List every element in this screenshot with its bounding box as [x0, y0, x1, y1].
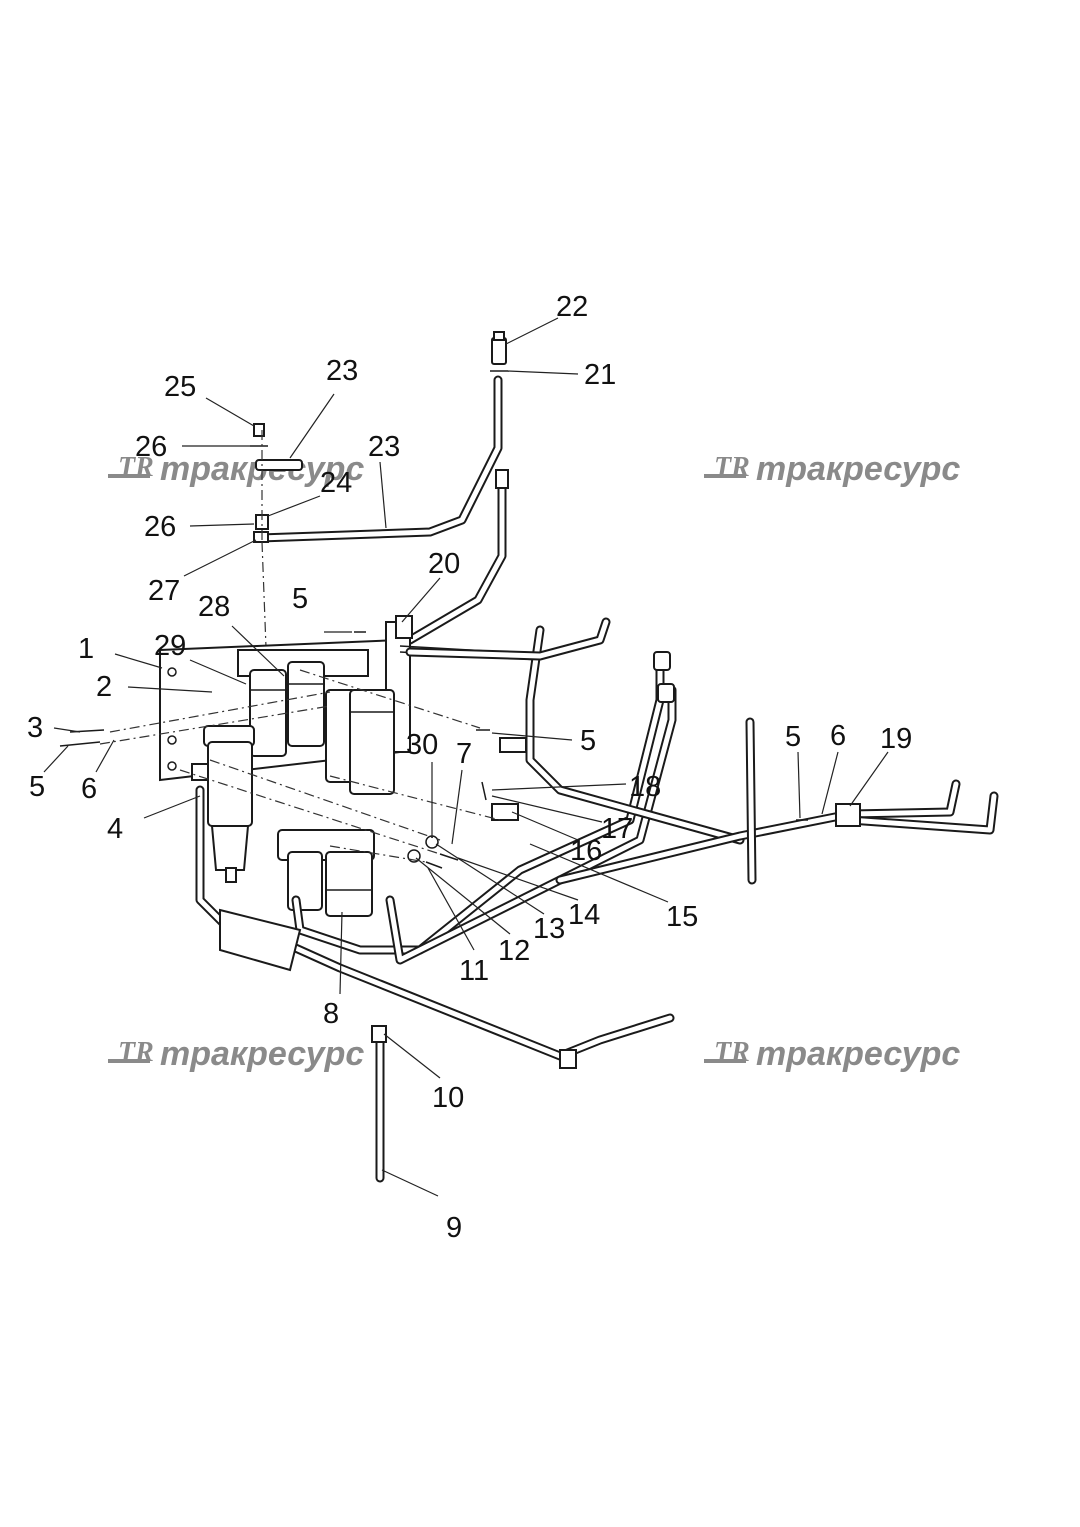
callout-26-lower: 26 [144, 511, 176, 543]
assembly-centerlines [99, 669, 501, 863]
callout-5-top: 5 [292, 583, 308, 615]
filter-block-lower [277, 829, 375, 917]
watermark-logo: TR [714, 452, 750, 483]
watermark-bottom-left: TR тракресурс [108, 1035, 364, 1073]
callout-5-right: 5 [785, 721, 801, 753]
callout-10: 10 [432, 1082, 464, 1114]
callout-15: 15 [666, 901, 698, 933]
callout-5-center: 5 [580, 725, 596, 757]
watermark-bottom-right: TR тракресурс [704, 1035, 960, 1073]
callout-2: 2 [96, 671, 112, 703]
callout-14: 14 [568, 899, 600, 931]
return-line-top [255, 331, 508, 543]
callout-7: 7 [456, 738, 472, 770]
bolts [59, 631, 808, 869]
watermark-text: тракресурс [756, 450, 960, 488]
callout-9: 9 [446, 1212, 462, 1244]
watermark-text: тракресурс [756, 1035, 960, 1073]
callout-28: 28 [198, 591, 230, 623]
callout-30: 30 [406, 729, 438, 761]
callout-6-left: 6 [81, 773, 97, 805]
callout-23-upper: 23 [326, 355, 358, 387]
callout-12: 12 [498, 935, 530, 967]
callout-4: 4 [107, 813, 123, 845]
callout-18: 18 [629, 771, 661, 803]
callout-26-upper: 26 [135, 431, 167, 463]
watermark-logo: TR [714, 1037, 750, 1068]
fitting-stack-24-27 [250, 423, 303, 701]
callout-24: 24 [320, 467, 352, 499]
callout-17: 17 [601, 813, 633, 845]
callout-8: 8 [323, 998, 339, 1030]
callout-27: 27 [148, 575, 180, 607]
callout-16: 16 [570, 835, 602, 867]
callout-22: 22 [556, 291, 588, 323]
watermark-logo: TR [118, 1037, 154, 1068]
callout-19: 19 [880, 723, 912, 755]
callout-29: 29 [154, 630, 186, 662]
callout-11: 11 [459, 955, 489, 987]
callout-1: 1 [78, 633, 94, 665]
callout-21: 21 [584, 359, 616, 391]
filter-block-upper [237, 649, 395, 795]
fuel-lines-main [195, 617, 999, 1183]
watermark-logo: TR [118, 452, 154, 483]
callout-13: 13 [533, 913, 565, 945]
watermark-text: тракресурс [160, 1035, 364, 1073]
fittings-and-clamps [219, 651, 861, 1069]
callout-20: 20 [428, 548, 460, 580]
leader-lines [43, 317, 889, 1197]
parts-drawing [59, 331, 999, 1183]
callout-labels: 1 2 3 4 5 5 5 5 6 6 7 8 9 10 11 12 13 14… [27, 291, 912, 1244]
callout-6-right: 6 [830, 720, 846, 752]
callout-5-left: 5 [29, 771, 45, 803]
callout-25: 25 [164, 371, 196, 403]
callout-3: 3 [27, 712, 43, 744]
line-20 [405, 469, 509, 645]
callout-23-lower: 23 [368, 431, 400, 463]
watermark-top-right: TR тракресурс [704, 450, 960, 488]
